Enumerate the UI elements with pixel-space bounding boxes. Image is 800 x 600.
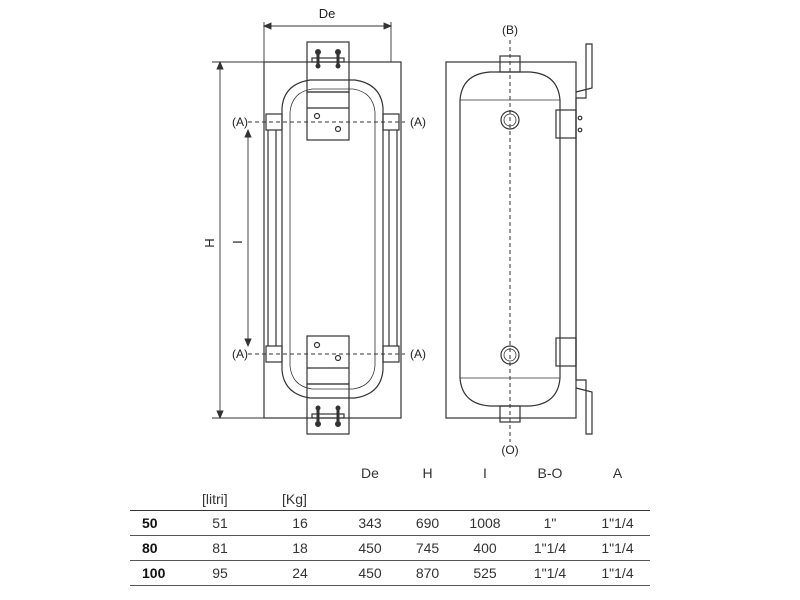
table-cell: 1"1/4 bbox=[515, 535, 585, 561]
label-a-top-right: (A) bbox=[410, 115, 426, 129]
unit-cell bbox=[455, 488, 515, 511]
table-row: 100 95 24 450 870 525 1"1/4 1"1/4 bbox=[130, 560, 650, 586]
unit-litri: [litri] bbox=[180, 488, 260, 511]
dimension-i bbox=[244, 128, 252, 348]
table-cell: 450 bbox=[340, 535, 400, 561]
table-cell: 24 bbox=[260, 560, 340, 586]
table-row: 50 51 16 343 690 1008 1" 1"1/4 bbox=[130, 510, 650, 536]
header-a: A bbox=[612, 465, 623, 481]
unit-cell bbox=[585, 488, 650, 511]
header-b-o: B-O bbox=[537, 465, 563, 481]
table-cell: 1"1/4 bbox=[515, 560, 585, 586]
front-clamp-top bbox=[306, 91, 350, 141]
label-o: (O) bbox=[501, 443, 518, 457]
unit-kg: [Kg] bbox=[260, 488, 340, 511]
table-cell: 51 bbox=[180, 510, 260, 536]
label-a-bottom-right: (A) bbox=[410, 347, 426, 361]
dimension-de bbox=[262, 22, 393, 62]
table-cell: 525 bbox=[455, 560, 515, 586]
table-cell: 18 bbox=[260, 535, 340, 561]
technical-drawing: De H I (A) (A) (A) (A) (B) (O) bbox=[202, 6, 593, 457]
table-cell: 400 bbox=[455, 535, 515, 561]
table-cell: 16 bbox=[260, 510, 340, 536]
spec-table: De H I B-O A [litri] [Kg] 50 51 16 343 6… bbox=[130, 458, 650, 586]
wall-bracket-bottom bbox=[555, 337, 577, 367]
unit-cell bbox=[130, 488, 180, 511]
table-cell: 81 bbox=[180, 535, 260, 561]
front-view bbox=[263, 41, 402, 435]
table-cell: 1008 bbox=[455, 510, 515, 536]
table-cell: 1"1/4 bbox=[585, 535, 650, 561]
label-h: H bbox=[202, 238, 217, 247]
side-view bbox=[445, 43, 593, 435]
dimension-h bbox=[212, 60, 264, 420]
table-cell: 870 bbox=[400, 560, 455, 586]
label-a-bottom-left: (A) bbox=[232, 347, 248, 361]
wall-plate-bottom bbox=[575, 379, 593, 435]
table-cell: 690 bbox=[400, 510, 455, 536]
label-de: De bbox=[319, 6, 336, 21]
table-cell: 1"1/4 bbox=[585, 510, 650, 536]
header-cell bbox=[260, 458, 340, 488]
wall-plate-top bbox=[575, 43, 593, 99]
front-bracket-bottom bbox=[306, 383, 350, 435]
unit-cell bbox=[515, 488, 585, 511]
wall-bracket-top bbox=[555, 109, 577, 139]
table-cell: 343 bbox=[340, 510, 400, 536]
table-cell: 745 bbox=[400, 535, 455, 561]
front-vessel-inner bbox=[289, 88, 376, 390]
header-cell bbox=[130, 458, 180, 488]
model-cell: 50 bbox=[130, 510, 180, 536]
table-cell: 450 bbox=[340, 560, 400, 586]
unit-cell bbox=[400, 488, 455, 511]
model-cell: 80 bbox=[130, 535, 180, 561]
table-cell: 95 bbox=[180, 560, 260, 586]
model-cell: 100 bbox=[130, 560, 180, 586]
front-view-frame bbox=[263, 61, 402, 419]
header-i: I bbox=[483, 465, 487, 481]
unit-cell bbox=[340, 488, 400, 511]
header-de: De bbox=[361, 465, 379, 481]
header-cell bbox=[180, 458, 260, 488]
label-b: (B) bbox=[502, 23, 518, 37]
front-vessel-outline bbox=[281, 79, 384, 399]
table-row: 80 81 18 450 745 400 1"1/4 1"1/4 bbox=[130, 535, 650, 561]
label-a-top-left: (A) bbox=[232, 115, 248, 129]
front-clamp-bottom bbox=[306, 335, 350, 385]
table-unit-row: [litri] [Kg] bbox=[130, 488, 650, 511]
label-i: I bbox=[230, 240, 245, 244]
front-bracket-top bbox=[306, 41, 350, 93]
table-header-row: De H I B-O A bbox=[130, 458, 650, 488]
table-cell: 1"1/4 bbox=[585, 560, 650, 586]
table-cell: 1" bbox=[515, 510, 585, 536]
header-h: H bbox=[422, 465, 433, 481]
